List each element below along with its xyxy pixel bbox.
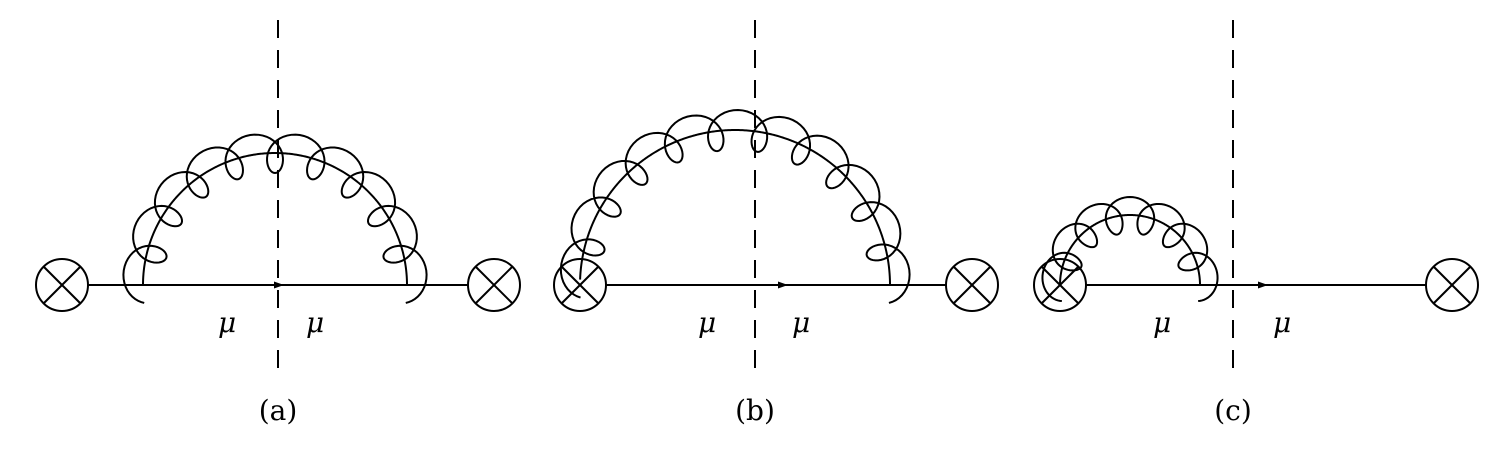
- vertex-left-a: [35, 258, 89, 312]
- vertex-left-b: [553, 258, 607, 312]
- photon-wiggle-b: [559, 109, 911, 304]
- vertex-right-a: [467, 258, 521, 312]
- vertex-right-b: [945, 258, 999, 312]
- mu-label-left-c: μ: [1153, 306, 1171, 339]
- mu-label-right-c: μ: [1273, 306, 1291, 339]
- diagram-c: μ μ (c): [1033, 20, 1479, 427]
- mu-label-right-a: μ: [306, 306, 324, 339]
- mu-label-left-a: μ: [218, 306, 236, 339]
- photon-wiggle-c: [1041, 195, 1219, 303]
- caption-a: (a): [259, 394, 298, 427]
- caption-c: (c): [1214, 394, 1252, 427]
- mu-label-left-b: μ: [698, 306, 716, 339]
- photon-arc-b: [579, 129, 891, 285]
- diagram-b: μ μ (b): [553, 20, 999, 427]
- photon-wiggle-a: [122, 133, 428, 304]
- photon-arc-c: [1059, 214, 1201, 285]
- diagram-a: μ μ (a): [35, 20, 521, 427]
- vertex-right-c: [1425, 258, 1479, 312]
- caption-b: (b): [735, 394, 775, 427]
- mu-label-right-b: μ: [792, 306, 810, 339]
